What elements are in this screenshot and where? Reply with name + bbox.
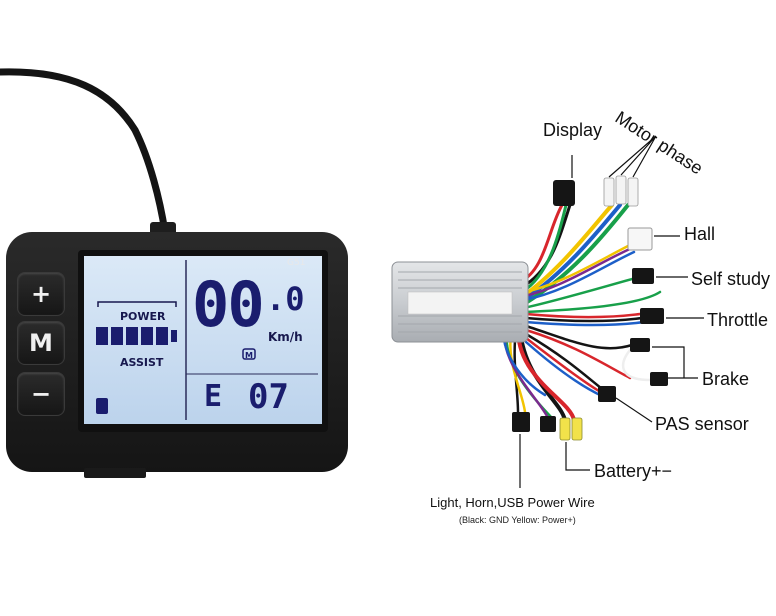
label-light-wire-note: (Black: GND Yellow: Power+) xyxy=(459,515,576,525)
label-self-study: Self study xyxy=(691,269,771,289)
minus-button[interactable]: − xyxy=(17,372,65,416)
model-label: G51 xyxy=(287,258,306,268)
power-label: POWER xyxy=(120,310,166,323)
battery-icon xyxy=(96,398,108,414)
label-hall: Hall xyxy=(684,224,716,244)
label-throttle: Throttle xyxy=(707,310,769,330)
assist-label: ASSIST xyxy=(120,356,164,369)
speed-unit: Km/h xyxy=(268,330,303,344)
pas-sensor-connector xyxy=(598,386,653,423)
lcd-screen xyxy=(84,256,322,424)
brake-connectors xyxy=(630,338,698,386)
controller-box xyxy=(391,261,529,343)
error-prefix: E xyxy=(204,379,223,414)
label-display: Display xyxy=(543,120,603,140)
label-light-horn-usb: Light, Horn,USB Power Wire xyxy=(430,495,595,510)
hall-connector xyxy=(627,227,680,251)
controller-wires xyxy=(502,203,662,422)
error-code: 07 xyxy=(248,377,289,417)
label-pas-sensor: PAS sensor xyxy=(655,414,749,434)
motor-phase-connectors xyxy=(603,135,657,207)
throttle-connector xyxy=(640,308,704,324)
mode-button[interactable]: M xyxy=(17,321,65,365)
battery-connectors xyxy=(559,417,590,471)
label-battery: Battery+− xyxy=(594,461,673,481)
light-horn-connectors xyxy=(512,412,556,488)
plus-button[interactable]: + xyxy=(17,272,65,316)
label-brake: Brake xyxy=(702,369,750,389)
display-connector xyxy=(553,155,575,206)
speed-readout: 00 xyxy=(192,268,265,341)
svg-text:M: M xyxy=(245,351,253,360)
battery-level-bars xyxy=(96,327,177,345)
self-study-connector xyxy=(632,268,688,284)
display-cable xyxy=(0,68,169,236)
speed-decimal: .0 xyxy=(266,280,305,318)
motor-icon: M xyxy=(242,348,256,360)
